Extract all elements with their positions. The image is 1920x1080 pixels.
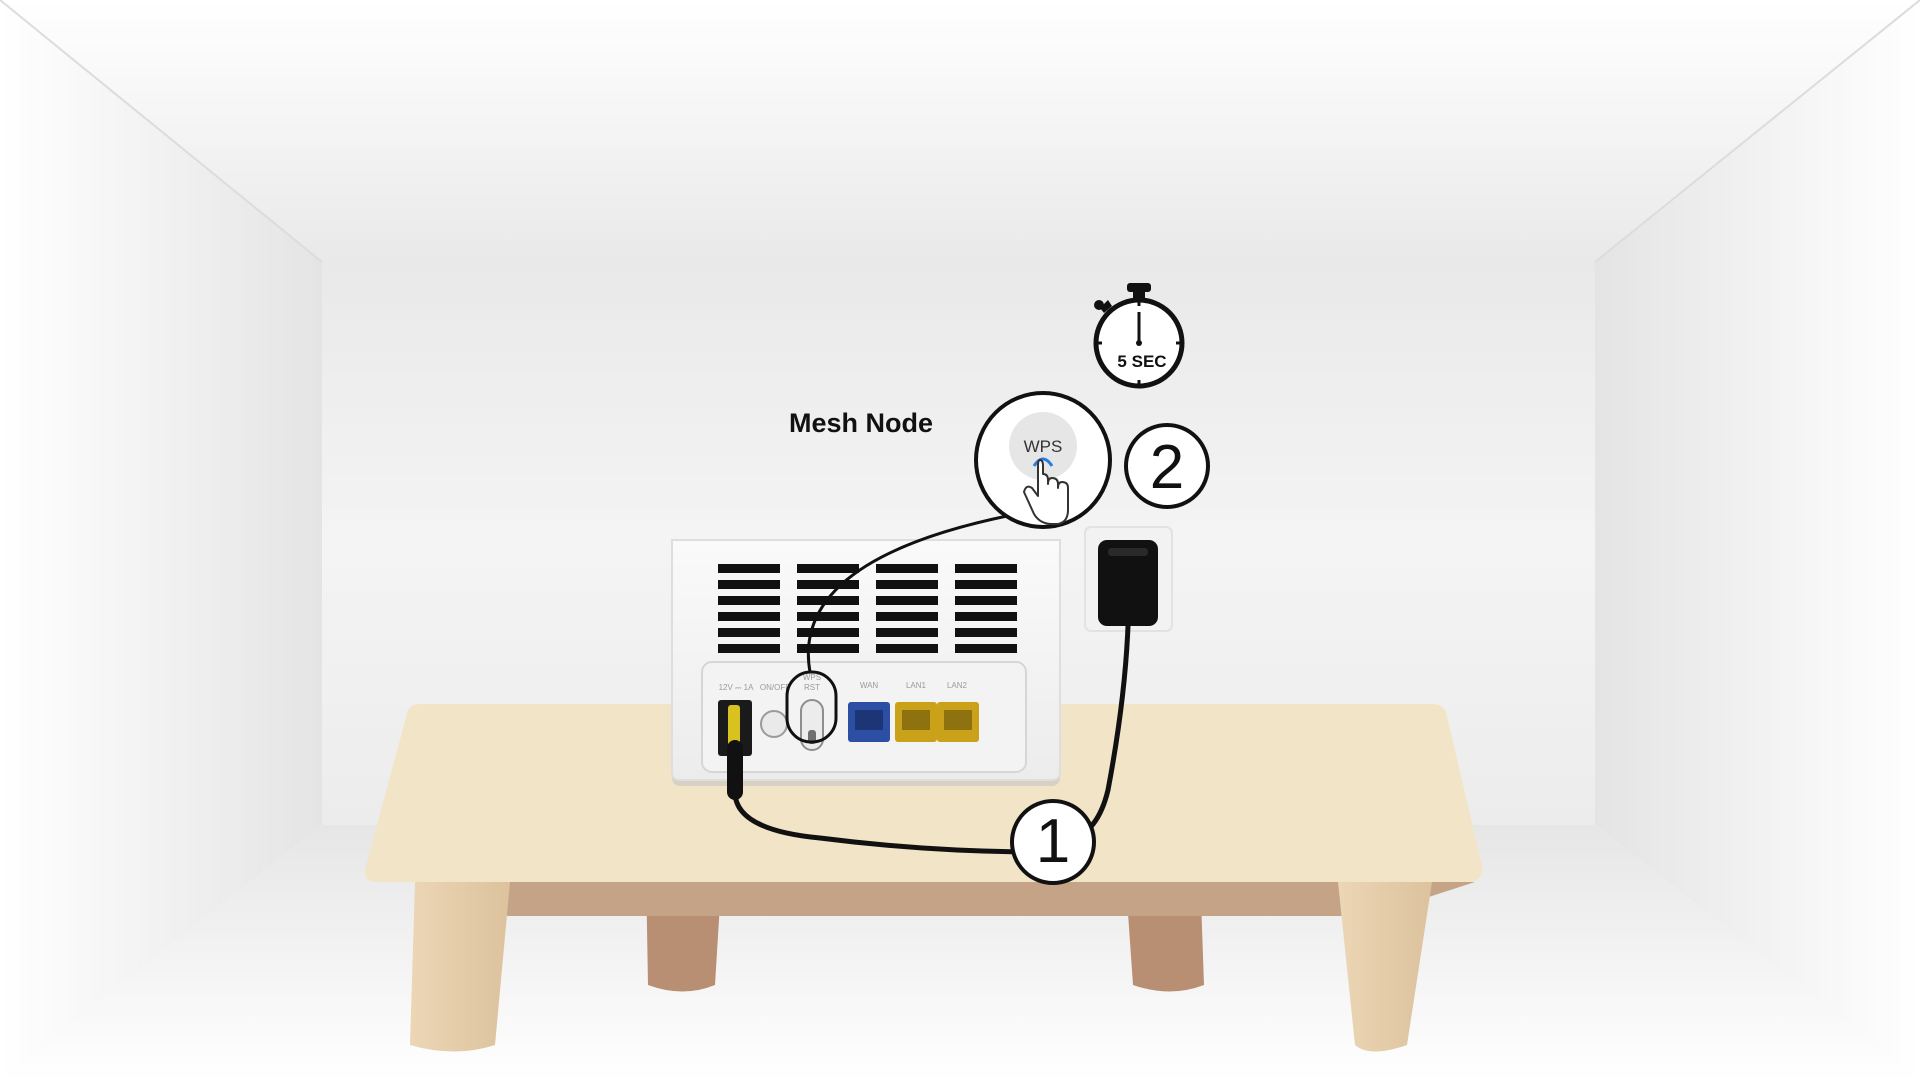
timer-text: 5 SEC (1117, 352, 1166, 371)
onoff-label: ON/OFF (760, 683, 790, 692)
vent-slot (955, 580, 1017, 589)
wan-port (848, 702, 890, 742)
wall-outlet (1084, 526, 1173, 632)
vent-slot (876, 580, 938, 589)
wps-rst-label-bottom: RST (804, 683, 820, 692)
lan2-port-label: LAN2 (947, 681, 968, 690)
vent-slot (876, 644, 938, 653)
table (365, 704, 1483, 1052)
vent-slot (718, 580, 780, 589)
step-2-badge: 2 (1124, 423, 1210, 509)
vent-slot (797, 628, 859, 637)
table-apron (415, 882, 1475, 916)
wps-button-text: WPS (1024, 437, 1063, 456)
power-adapter (1098, 540, 1158, 626)
vent-slot (876, 628, 938, 637)
mesh-router: 12V ⎓ 1A ON/OFF WPS RST WAN LAN1 LAN2 (671, 539, 1061, 786)
vent-slot (955, 596, 1017, 605)
wan-port-label: WAN (860, 681, 879, 690)
table-front-leg-right (1338, 882, 1432, 1052)
step-2-number: 2 (1150, 433, 1184, 502)
power-switch (760, 710, 788, 738)
vent-slot (718, 564, 780, 573)
vent-slot (876, 564, 938, 573)
vent-slot (797, 644, 859, 653)
table-front-leg-left (410, 882, 510, 1052)
wps-rst-label-top: WPS (803, 673, 821, 682)
lan1-port-label: LAN1 (906, 681, 927, 690)
vent-slot (718, 644, 780, 653)
callout-line (807, 513, 1014, 674)
right-wall (1595, 0, 1920, 1080)
lan2-port (937, 702, 979, 742)
vent-slot (718, 596, 780, 605)
vent-slot (955, 612, 1017, 621)
power-cable (732, 789, 1043, 855)
power-port-label: 12V ⎓ 1A (719, 683, 755, 692)
vent-slot (876, 612, 938, 621)
wps-light-arc (1032, 457, 1054, 467)
table-top (365, 704, 1483, 882)
vent-slot (797, 612, 859, 621)
vent-slot (955, 564, 1017, 573)
vent-slot (955, 644, 1017, 653)
wps-zoom-callout: WPS (974, 391, 1112, 529)
vent-slot (797, 564, 859, 573)
step-1-badge: 1 (1010, 799, 1096, 885)
router-vents (718, 564, 1017, 653)
vent-slot (718, 628, 780, 637)
stopwatch-icon: 5 SEC (1093, 283, 1185, 389)
left-wall (0, 0, 322, 1080)
vent-slot (718, 612, 780, 621)
step-1-number: 1 (1036, 807, 1070, 876)
mesh-node-title: Mesh Node (789, 408, 933, 438)
vent-slot (797, 580, 859, 589)
vent-slot (955, 628, 1017, 637)
lan1-port (895, 702, 937, 742)
vent-slot (876, 596, 938, 605)
hand-pointer-icon (1023, 459, 1069, 525)
ceiling (0, 0, 1920, 262)
wps-rst-button (800, 699, 824, 751)
